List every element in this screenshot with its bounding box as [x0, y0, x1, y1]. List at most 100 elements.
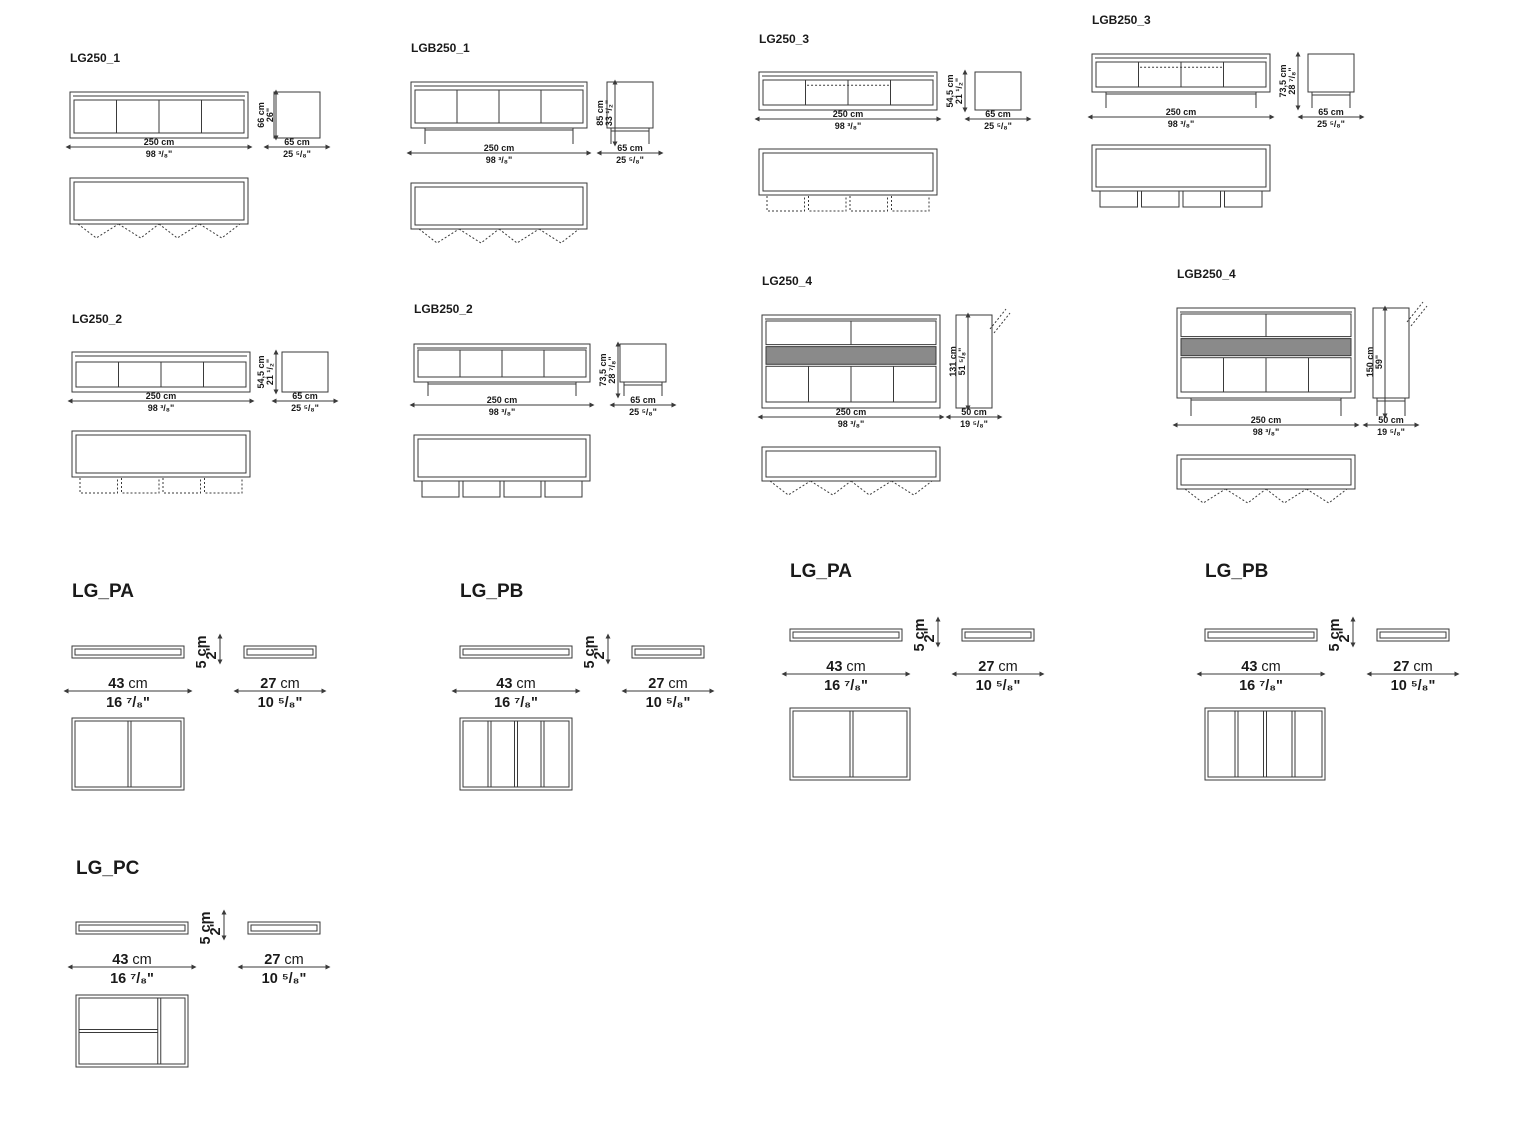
edge	[989, 308, 1007, 330]
drawer-pullout	[1141, 190, 1180, 208]
height-cm-label: 5 cm	[1327, 618, 1343, 651]
height-inch-label: 26"	[265, 108, 275, 122]
front-view	[413, 343, 591, 383]
width-inch-label: 98 ³/₈"	[148, 403, 175, 413]
width-inch-label: 16 ⁷/₈"	[1239, 678, 1283, 694]
product-code: LG250_2	[72, 312, 122, 326]
drawer-pullout	[421, 480, 460, 498]
height-cm-label: 150 cm	[1365, 347, 1375, 378]
accessory-code: LG_PC	[76, 858, 140, 879]
tray-plan-view	[75, 994, 189, 1068]
width-inch-label: 98 ³/₈"	[1253, 427, 1280, 437]
tray-front-view	[459, 645, 573, 659]
depth-cm-label: 50 cm	[1378, 415, 1404, 425]
door-swing	[498, 228, 540, 244]
height-inch-label: 21 ¹/₂"	[265, 359, 275, 385]
width-cm-label: 250 cm	[836, 407, 867, 417]
outline	[74, 648, 182, 656]
width-inch-label: 98 ³/₈"	[1168, 119, 1195, 129]
outline	[792, 631, 900, 639]
tray-front-view	[789, 628, 903, 642]
outline	[417, 438, 587, 478]
plan-view	[1091, 144, 1271, 192]
depth-cm-label: 65 cm	[617, 143, 643, 153]
depth-cm-label: 65 cm	[985, 109, 1011, 119]
plan-view	[413, 434, 591, 482]
tray-side-view	[1376, 628, 1450, 642]
width-unit: cm	[846, 659, 865, 675]
depth-number: 27	[260, 676, 276, 692]
height-cm-label: 66 cm	[256, 102, 266, 128]
door-swing	[1225, 488, 1267, 504]
depth-number: 27	[648, 676, 664, 692]
accessory-code: LG_PA	[790, 561, 852, 582]
tray-front-view	[1204, 628, 1318, 642]
width-inch-label: 16 ⁷/₈"	[494, 695, 538, 711]
tray-side-view	[631, 645, 705, 659]
side-view	[606, 81, 654, 129]
drawer-pullout	[462, 480, 501, 498]
edge	[993, 312, 1011, 334]
height-cm-label: 131 cm	[948, 346, 958, 377]
outline	[1207, 710, 1323, 778]
depth-inch-label: 25 ⁵/₈"	[984, 121, 1012, 131]
depth-cm-label: 50 cm	[961, 407, 987, 417]
depth-inch-label: 10 ⁵/₈"	[258, 695, 303, 711]
tray-plan-view	[789, 707, 911, 781]
outline	[1180, 458, 1352, 486]
depth-cm-label: 65 cm	[284, 137, 310, 147]
drawer-pullout	[1224, 190, 1263, 208]
tray-plan-view	[459, 717, 573, 791]
outline	[414, 186, 584, 226]
height-inch-label: 2"	[208, 921, 224, 936]
depth-inch-label: 25 ⁵/₈"	[291, 403, 319, 413]
outline	[462, 720, 570, 788]
front-view	[1176, 307, 1356, 399]
edge	[1410, 305, 1428, 327]
outline	[964, 631, 1032, 639]
door-swing	[158, 223, 200, 239]
door-swing	[810, 480, 852, 496]
product-code: LG250_4	[762, 274, 812, 288]
width-unit: cm	[1261, 659, 1280, 675]
height-cm-label: 5 cm	[198, 911, 214, 944]
door-swing	[538, 228, 580, 244]
depth-inch-label: 10 ⁵/₈"	[262, 971, 307, 987]
drawer-pullout	[162, 476, 201, 494]
plan-view	[71, 430, 251, 478]
height-inch-label: 33 ¹/₂"	[604, 100, 614, 126]
depth-inch-label: 10 ⁵/₈"	[646, 695, 691, 711]
depth-inch-label: 25 ⁵/₈"	[616, 155, 644, 165]
front-view	[761, 314, 941, 409]
drawer-pullout	[1182, 190, 1221, 208]
door-swing	[118, 223, 160, 239]
height-inch-label: 2"	[592, 645, 608, 660]
door-swing	[458, 228, 500, 244]
depth-number: 27	[978, 659, 994, 675]
side-view	[1307, 53, 1355, 93]
outline	[250, 924, 318, 932]
outline	[73, 181, 245, 221]
width-number: 43	[826, 659, 842, 675]
front-view	[410, 81, 588, 129]
door-swing	[199, 223, 241, 239]
side-view	[974, 71, 1022, 111]
height-cm-label: 5 cm	[194, 635, 210, 668]
depth-inch-label: 19 ⁵/₈"	[960, 419, 988, 429]
outline	[75, 434, 247, 474]
edge	[1406, 301, 1424, 323]
width-inch-label: 98 ³/₈"	[486, 155, 513, 165]
depth-inch-label: 10 ⁵/₈"	[1391, 678, 1436, 694]
drawer-pullout	[891, 194, 930, 212]
